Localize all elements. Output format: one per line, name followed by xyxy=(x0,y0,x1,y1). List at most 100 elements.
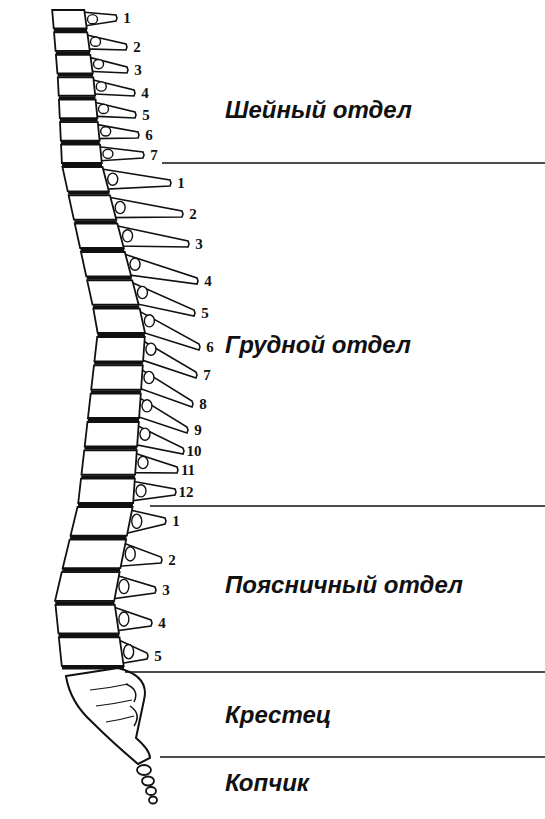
callout-number: 6 xyxy=(145,128,153,143)
vertebral-body xyxy=(60,122,100,140)
articular-process xyxy=(103,149,113,158)
intervertebral-disc xyxy=(84,447,137,450)
articular-process xyxy=(132,514,142,528)
vertebral-body xyxy=(81,252,131,276)
spinous-process xyxy=(85,34,127,50)
sacrum-lines xyxy=(90,684,134,722)
spinous-process xyxy=(102,169,171,189)
vertebral-body xyxy=(71,507,133,536)
articular-process xyxy=(140,428,150,440)
callout-number: 5 xyxy=(154,649,162,664)
sacrum-shape xyxy=(66,668,150,764)
callout-number: 3 xyxy=(195,237,203,252)
articular-process xyxy=(144,315,154,327)
callout-number: 6 xyxy=(206,340,214,355)
coccyx-segment xyxy=(142,777,154,786)
vertebral-body xyxy=(78,479,135,503)
vertebral-body xyxy=(55,605,118,634)
callout-number: 4 xyxy=(141,86,149,101)
sacrum-coccyx xyxy=(66,668,157,804)
vertebral-body xyxy=(75,224,124,248)
intervertebral-disc xyxy=(70,536,126,539)
intervertebral-disc xyxy=(74,220,117,223)
callout-number: 2 xyxy=(189,207,197,222)
spinous-process xyxy=(90,79,135,96)
callout-number: 1 xyxy=(123,11,131,26)
callout-number: 1 xyxy=(172,514,180,529)
intervertebral-disc xyxy=(81,249,125,252)
vertebral-body xyxy=(52,10,87,28)
articular-process xyxy=(91,37,101,46)
articular-process xyxy=(137,286,147,298)
spinous-process xyxy=(136,396,188,433)
intervertebral-disc xyxy=(94,362,143,365)
articular-process xyxy=(94,59,104,68)
section-name: Грудной отдел xyxy=(225,333,411,357)
callout-number: 4 xyxy=(204,274,212,289)
coccyx-segment xyxy=(137,765,151,775)
spinous-process xyxy=(117,226,189,247)
intervertebral-disc xyxy=(59,634,120,637)
callout-number: 10 xyxy=(187,444,202,459)
vertebral-body xyxy=(85,422,139,446)
vertebral-body xyxy=(88,394,141,418)
articular-process xyxy=(124,645,134,659)
articular-process xyxy=(119,579,129,593)
articular-process xyxy=(125,547,135,561)
section-name: Поясничный отдел xyxy=(225,573,463,597)
intervertebral-disc xyxy=(78,504,133,507)
vertebral-body xyxy=(87,280,138,304)
vertebral-body xyxy=(91,365,143,389)
articular-process xyxy=(108,173,118,185)
articular-process xyxy=(119,612,129,626)
vertebral-body xyxy=(59,100,97,118)
spinous-process xyxy=(95,124,139,138)
intervertebral-disc xyxy=(88,419,139,422)
vertebral-body xyxy=(55,572,120,601)
divider-line xyxy=(160,756,545,757)
vertebral-body xyxy=(81,450,136,474)
articular-process xyxy=(136,485,146,497)
vertebral-body xyxy=(69,195,117,219)
spinous-process xyxy=(130,481,176,501)
intervertebral-disc xyxy=(62,569,120,572)
articular-process xyxy=(138,456,148,468)
callout-number: 7 xyxy=(203,368,211,383)
vertebral-body xyxy=(62,167,108,191)
coccyx-segment xyxy=(146,787,156,795)
section-dividers xyxy=(125,163,545,757)
divider-line xyxy=(150,505,545,506)
articular-process xyxy=(115,201,125,213)
intervertebral-disc xyxy=(97,334,145,337)
intervertebral-disc xyxy=(62,164,102,167)
callout-number: 11 xyxy=(181,463,195,478)
vertebral-body xyxy=(61,145,102,163)
callout-number: 5 xyxy=(201,306,209,321)
articular-process xyxy=(130,258,140,270)
callout-number: 3 xyxy=(162,583,170,598)
intervertebral-disc xyxy=(68,192,109,195)
divider-line xyxy=(162,162,545,163)
spinous-process xyxy=(134,424,184,454)
callout-number: 1 xyxy=(177,176,185,191)
intervertebral-disc xyxy=(60,119,98,122)
callout-number: 3 xyxy=(134,63,142,78)
spinous-process xyxy=(93,102,136,118)
intervertebral-disc xyxy=(81,475,135,478)
callout-number: 5 xyxy=(142,108,150,123)
articular-process xyxy=(146,343,156,355)
articular-process xyxy=(96,82,106,91)
intervertebral-disc xyxy=(58,74,93,77)
articular-process xyxy=(142,400,152,412)
articular-process xyxy=(99,104,109,113)
intervertebral-disc xyxy=(56,51,90,54)
callout-number: 4 xyxy=(158,616,166,631)
section-name: Копчик xyxy=(225,771,309,795)
spinous-process xyxy=(109,197,183,217)
callout-number: 2 xyxy=(133,40,141,55)
callout-number: 2 xyxy=(168,553,176,568)
divider-line xyxy=(125,671,545,672)
spinous-process xyxy=(132,452,178,473)
sacral-crest xyxy=(126,684,137,726)
